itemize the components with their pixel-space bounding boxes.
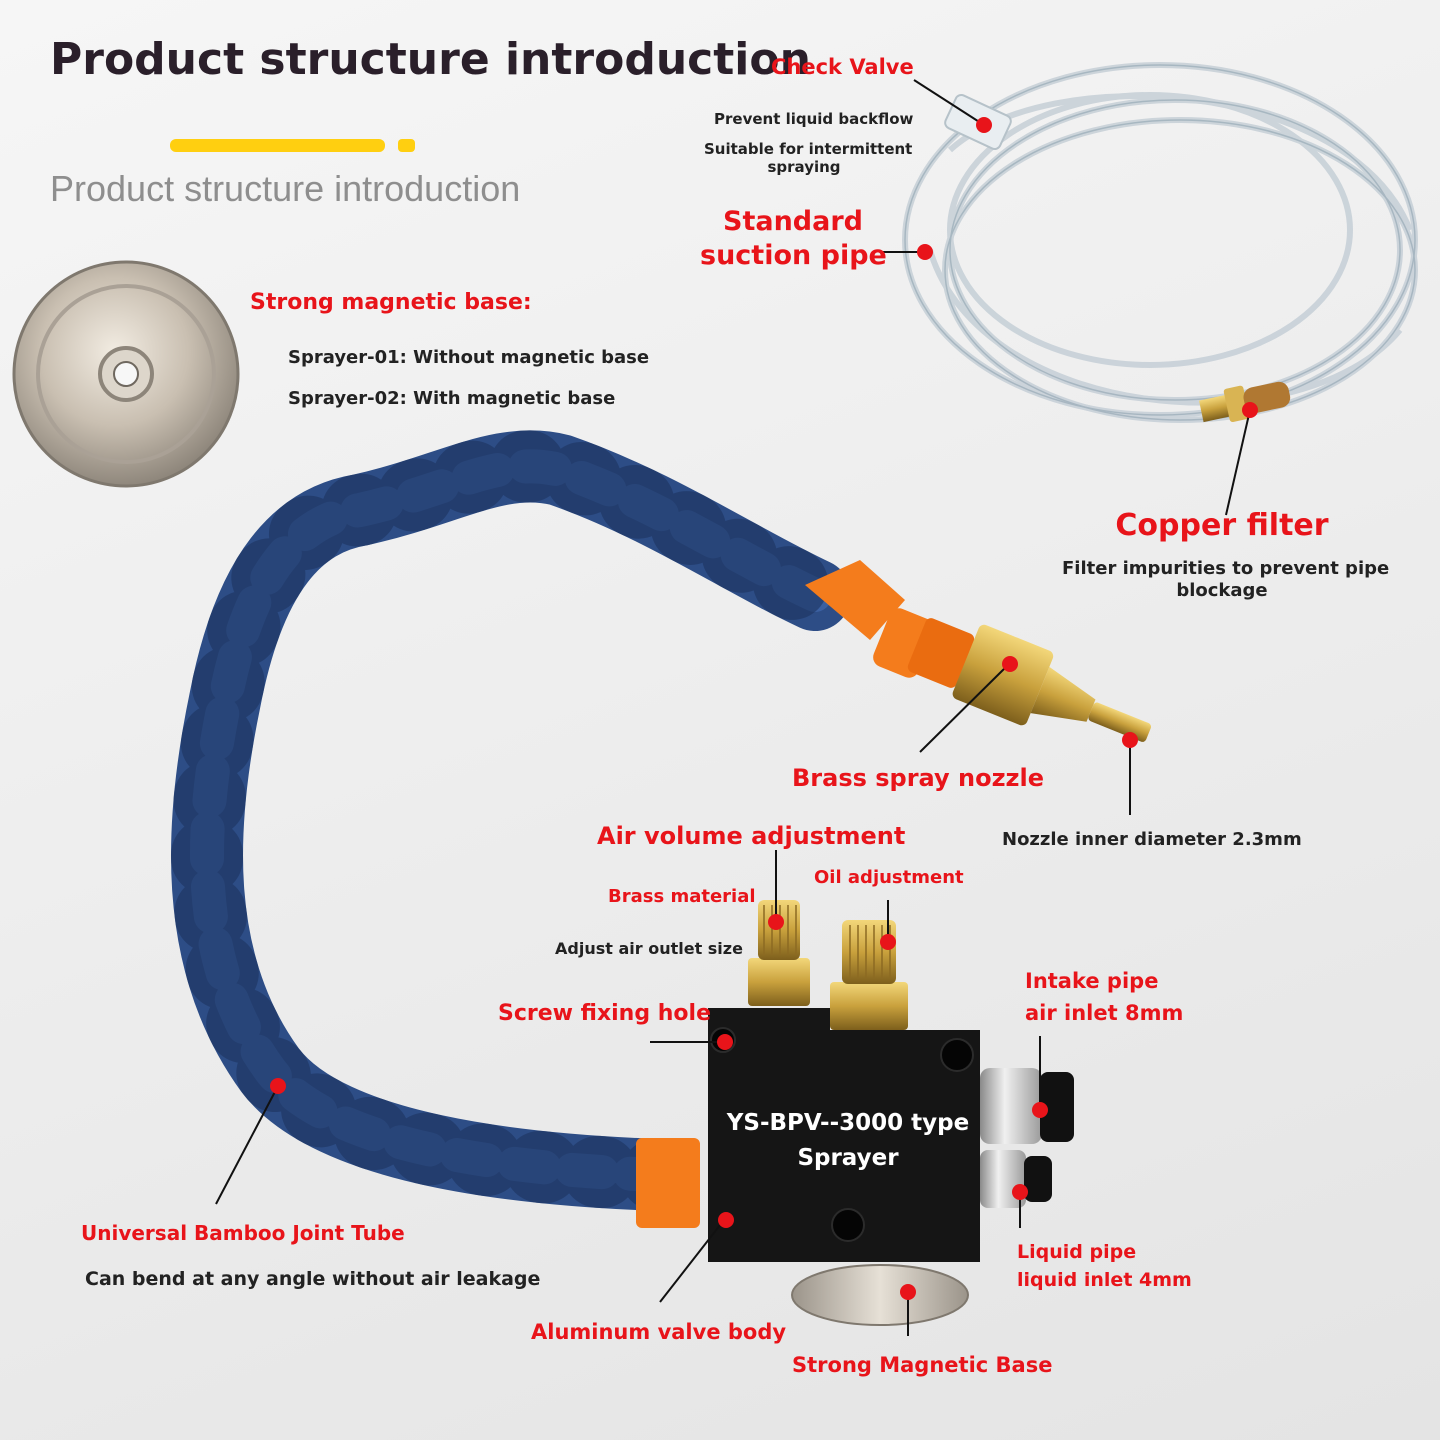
bamboo-tube-title: Universal Bamboo Joint Tube bbox=[81, 1221, 405, 1245]
liquid-pipe-line1: Liquid pipe bbox=[1017, 1241, 1137, 1263]
oil-knob-image bbox=[830, 920, 908, 1030]
valve-body-title: Aluminum valve body bbox=[531, 1320, 787, 1344]
intake-pipe-line1: Intake pipe bbox=[1025, 969, 1159, 993]
air-knob-image bbox=[748, 900, 810, 1006]
yellow-accent-dot bbox=[398, 139, 415, 152]
orange-connector-bottom bbox=[636, 1138, 700, 1228]
suction-pipe-line1: Standard bbox=[723, 206, 863, 237]
intake-fitting-image bbox=[980, 1068, 1074, 1144]
page-title: Product structure introduction bbox=[50, 34, 811, 85]
sprayer-02-note: Sprayer-02: With magnetic base bbox=[288, 388, 616, 409]
sprayer-model-line1: YS-BPV--3000 type bbox=[726, 1110, 970, 1136]
check-valve-line2: Suitable for intermittent bbox=[704, 140, 913, 158]
suction-pipe-line2: suction pipe bbox=[700, 240, 887, 271]
check-valve-line3: spraying bbox=[767, 158, 841, 176]
oil-adjustment-title: Oil adjustment bbox=[814, 867, 964, 888]
brass-nozzle-image bbox=[952, 624, 1152, 742]
check-valve-line1: Prevent liquid backflow bbox=[714, 110, 914, 128]
liquid-pipe-line2: liquid inlet 4mm bbox=[1017, 1269, 1192, 1291]
callout-lines bbox=[215, 79, 1251, 1336]
intake-pipe-line2: air inlet 8mm bbox=[1025, 1001, 1184, 1025]
callout-dots bbox=[270, 117, 1258, 1300]
air-volume-title: Air volume adjustment bbox=[597, 822, 906, 850]
bottom-magnetic-base-image bbox=[791, 1264, 969, 1326]
sprayer-01-note: Sprayer-01: Without magnetic base bbox=[288, 347, 650, 368]
air-outlet-note: Adjust air outlet size bbox=[555, 939, 743, 958]
bamboo-tube-image bbox=[171, 430, 851, 1211]
brass-material-label: Brass material bbox=[608, 886, 756, 907]
magnetic-base-title: Strong magnetic base: bbox=[250, 290, 532, 315]
yellow-accent-bar bbox=[170, 139, 385, 152]
liquid-fitting-image bbox=[980, 1150, 1052, 1208]
copper-filter-image bbox=[1199, 381, 1291, 423]
valve-body-image bbox=[708, 1008, 980, 1262]
screw-hole-title: Screw fixing hole bbox=[498, 1001, 711, 1026]
suction-tube-outline bbox=[904, 64, 1416, 421]
copper-filter-line2: blockage bbox=[1176, 580, 1268, 601]
bamboo-tube-note: Can bend at any angle without air leakag… bbox=[85, 1268, 541, 1290]
bottom-magnetic-base-title: Strong Magnetic Base bbox=[792, 1353, 1053, 1377]
copper-filter-title: Copper filter bbox=[1115, 508, 1329, 543]
page-subtitle: Product structure introduction bbox=[50, 168, 521, 209]
brass-nozzle-title: Brass spray nozzle bbox=[792, 764, 1045, 792]
sprayer-model-line2: Sprayer bbox=[797, 1145, 899, 1171]
check-valve-title: Check Valve bbox=[771, 55, 914, 79]
nozzle-diameter-note: Nozzle inner diameter 2.3mm bbox=[1002, 829, 1302, 850]
orange-connector-top bbox=[805, 560, 975, 688]
copper-filter-line1: Filter impurities to prevent pipe bbox=[1062, 558, 1390, 579]
magnetic-base-image bbox=[12, 260, 240, 488]
